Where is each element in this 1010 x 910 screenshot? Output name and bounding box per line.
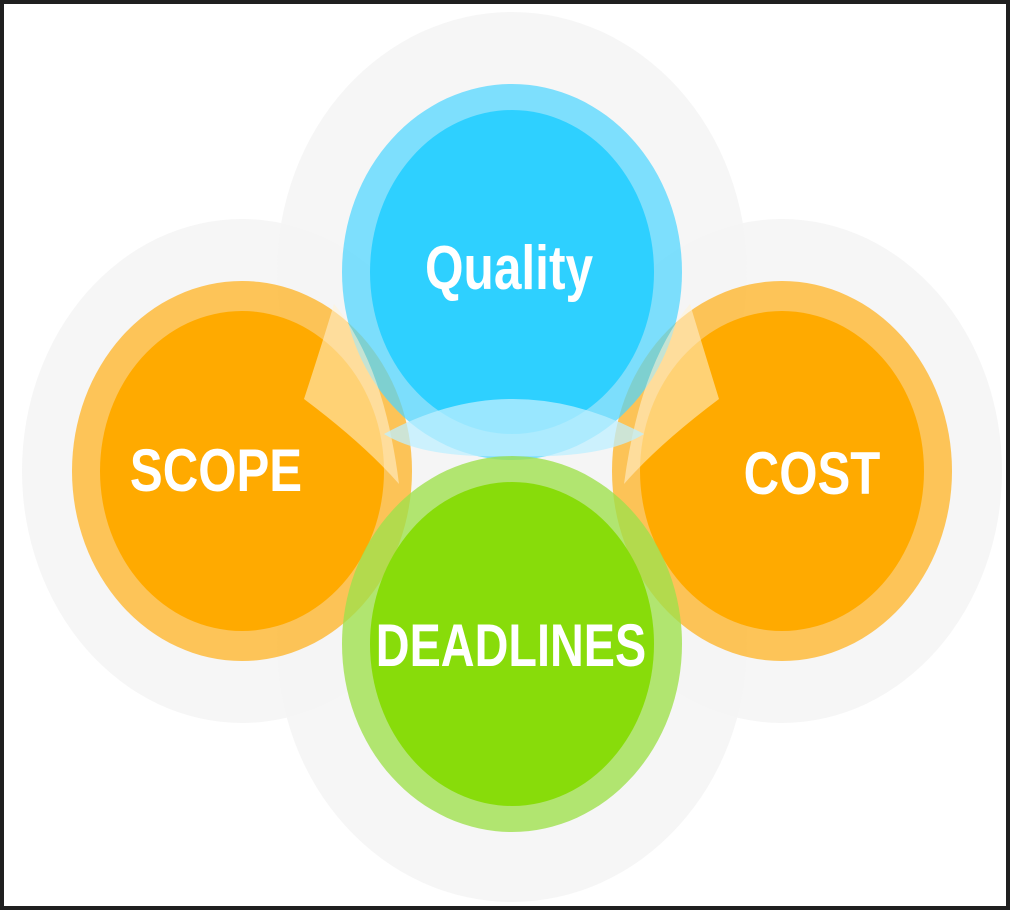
- overlap-cost-quality: [624, 304, 719, 484]
- deadlines-circle: [370, 482, 654, 806]
- cost-label: COST: [744, 439, 881, 507]
- scope-label: SCOPE: [130, 436, 302, 504]
- diagram-canvas: SCOPE COST Quality DEADLINES: [22, 12, 1002, 902]
- overlap-quality-deadlines: [384, 399, 644, 457]
- quality-label: Quality: [425, 233, 593, 303]
- project-constraints-diagram: SCOPE COST Quality DEADLINES: [4, 4, 1006, 906]
- deadlines-label: DEADLINES: [376, 612, 646, 679]
- quality-circle: [370, 110, 654, 434]
- overlap-scope-quality: [304, 304, 399, 484]
- image-frame: SCOPE COST Quality DEADLINES: [4, 4, 1006, 906]
- node-deadlines: DEADLINES: [342, 456, 682, 832]
- node-quality: Quality: [342, 84, 682, 460]
